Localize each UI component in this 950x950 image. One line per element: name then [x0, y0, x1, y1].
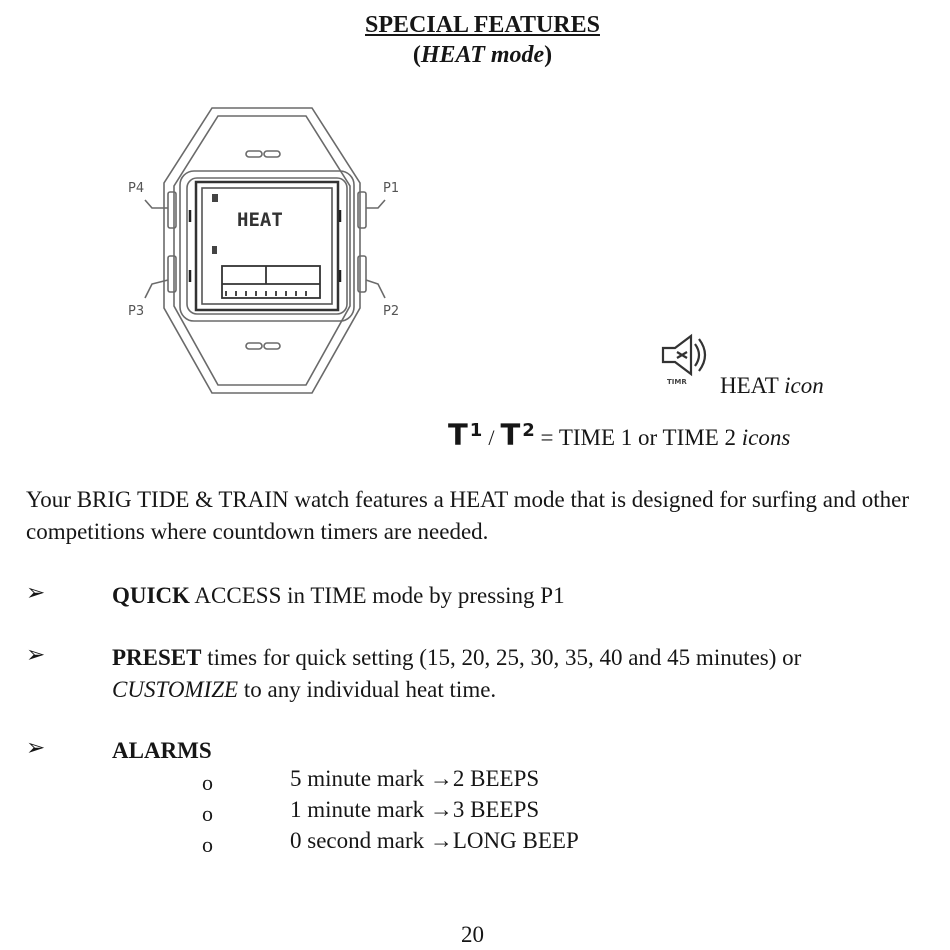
sub-bullet-marker: o: [202, 770, 213, 795]
bullet-marker: ➢: [26, 642, 46, 667]
sub-bullet-marker: o: [202, 801, 213, 826]
bullet-marker: ➢: [26, 735, 46, 760]
heat-icon-caption: HEAT icon: [720, 373, 824, 398]
alarm-item: 0 second mark →LONG BEEP: [290, 828, 579, 853]
speaker-horn-icon: TIMR: [661, 333, 707, 386]
watch-illustration: HEAT P4 P1 P3 P2: [128, 107, 399, 394]
alarm-item: 5 minute mark →2 BEEPS: [290, 766, 540, 791]
display-mini-heat-icon: [212, 194, 218, 202]
bullet-quick-access: QUICK ACCESS in TIME mode by pressing P1: [112, 583, 565, 608]
page-subtitle: (HEAT mode): [412, 42, 553, 68]
time2-icon: T: [500, 418, 521, 452]
alarm-item: 1 minute mark →3 BEEPS: [290, 797, 540, 822]
button-label-p1: P1: [383, 181, 399, 196]
bullet-marker: ➢: [26, 580, 46, 605]
page-title: SPECIAL FEATURES: [365, 12, 600, 38]
bullet-preset: PRESET times for quick setting (15, 20, …: [112, 645, 802, 702]
page-number: 20: [461, 922, 484, 947]
button-label-p4: P4: [128, 181, 144, 196]
intro-paragraph: Your BRIG TIDE & TRAIN watch features a …: [26, 487, 910, 544]
button-label-p3: P3: [128, 304, 144, 319]
page-heading: SPECIAL FEATURES (HEAT mode): [0, 10, 950, 70]
button-label-p2: P2: [383, 304, 399, 319]
display-mini-time-icon: [212, 246, 217, 254]
time1-icon: T: [448, 418, 468, 452]
bullet-alarms: ALARMS: [112, 738, 212, 763]
svg-text:TIMR: TIMR: [667, 378, 687, 386]
sub-bullet-marker: o: [202, 832, 213, 857]
watch-display-text: HEAT: [237, 209, 283, 231]
